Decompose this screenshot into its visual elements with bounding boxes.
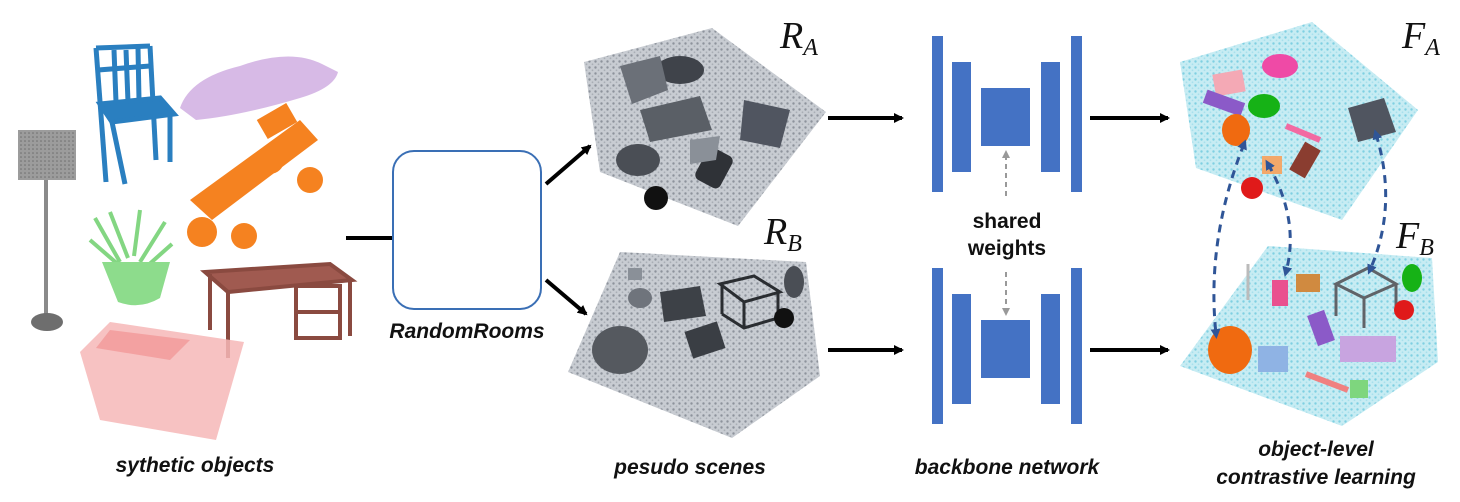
pseudo-scenes-caption: pesudo scenes <box>614 456 766 479</box>
randomrooms-caption: RandomRooms <box>389 320 545 343</box>
contrastive-caption-line1: object-level <box>1258 438 1374 461</box>
synthetic-objects-caption: sythetic objects <box>115 454 275 477</box>
desk-object <box>200 261 358 358</box>
backbone-network-b <box>932 268 1082 424</box>
feature-map-b <box>1180 246 1438 426</box>
backbone-network-a <box>932 36 1082 192</box>
scene-a-label: RA <box>780 15 818 61</box>
feature-map-a <box>1180 22 1418 220</box>
pseudo-scene-b <box>568 252 820 438</box>
arrow-to-scene-a <box>544 144 592 186</box>
correspondence-arrow-2 <box>1265 159 1293 277</box>
bed-object <box>80 322 244 440</box>
synthetic-objects-group <box>18 43 358 440</box>
arrow-to-scene-b <box>544 278 588 316</box>
pseudo-scene-a <box>584 28 826 226</box>
feature-b-label: FB <box>1396 215 1434 261</box>
shared-weights-line1: shared <box>972 210 1042 233</box>
backbone-network-caption: backbone network <box>914 456 1100 479</box>
race-car-object <box>187 102 323 249</box>
shared-weights-line2: weights <box>967 237 1047 260</box>
chair-object <box>93 43 179 185</box>
plant-object <box>88 209 174 306</box>
car-object <box>180 56 338 120</box>
scene-b-label: RB <box>764 211 802 257</box>
randomrooms-box <box>392 150 542 310</box>
contrastive-learning-caption: object-level contrastive learning <box>1196 436 1436 492</box>
lamp-object <box>18 130 76 331</box>
contrastive-caption-line2: contrastive learning <box>1216 466 1416 489</box>
correspondence-arrow-1 <box>1210 139 1247 339</box>
feature-a-label: FA <box>1402 15 1440 61</box>
shared-weights-label: shared weights <box>962 208 1052 262</box>
correspondence-arrow-3 <box>1367 129 1388 275</box>
